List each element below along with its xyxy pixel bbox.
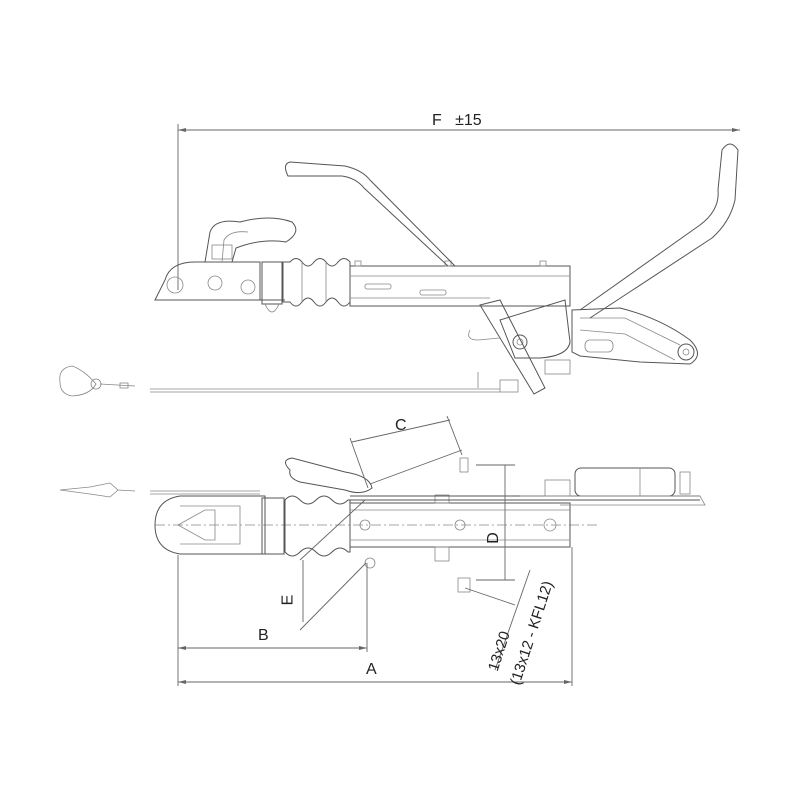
- dimension-f-label: F ±15: [432, 112, 482, 129]
- dimension-c-label: C: [395, 417, 407, 434]
- dimension-lines: [177, 415, 573, 686]
- dimension-b-label: B: [258, 627, 269, 644]
- dimension-f-line: [177, 124, 740, 290]
- dimension-a-label: A: [366, 661, 377, 678]
- dimension-e-label: E: [279, 594, 297, 606]
- dimension-f-tolerance: ±15: [455, 112, 482, 129]
- top-view: [59, 457, 706, 593]
- side-view: [59, 143, 739, 397]
- dimension-d-label: D: [484, 532, 502, 544]
